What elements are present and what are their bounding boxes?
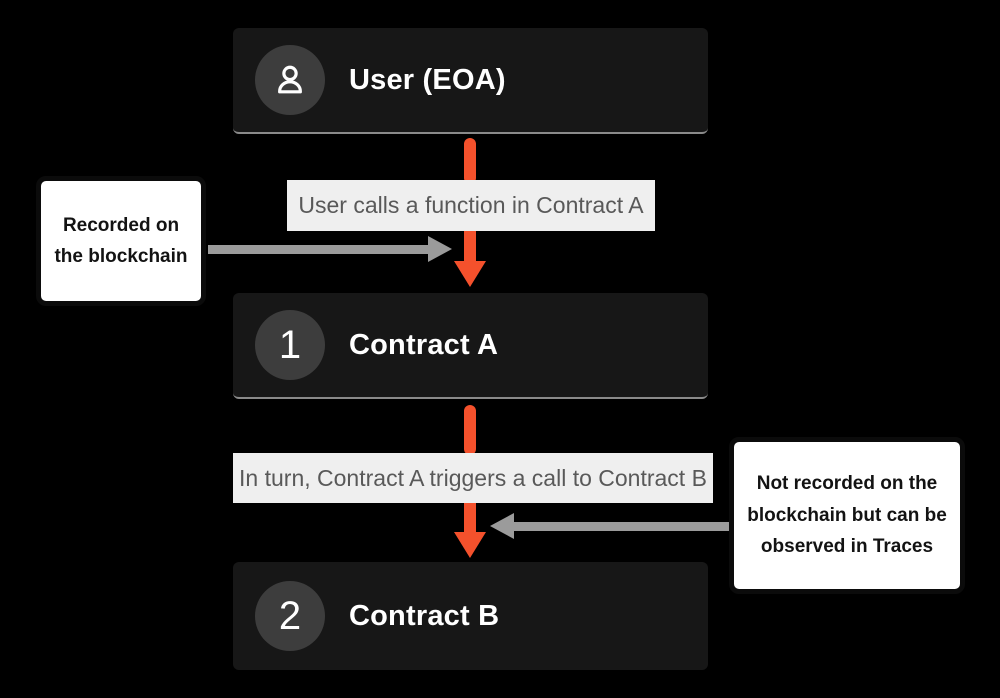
flow-arrow-2-arrowhead-down-icon <box>454 532 486 558</box>
edge-label-user-calls: User calls a function in Contract A <box>287 180 655 231</box>
flow-arrow-1-shaft-bottom <box>464 228 476 262</box>
step-1-badge: 1 <box>255 310 325 380</box>
flow-arrow-1-arrowhead-down-icon <box>454 261 486 287</box>
step-1-number: 1 <box>278 322 302 367</box>
annotation-text: Recorded on the blockchain <box>54 214 188 267</box>
flow-arrow-2-shaft-bottom <box>464 500 476 534</box>
node-user-eoa: User (EOA) <box>233 28 708 134</box>
annotation-recorded-on-chain: Recorded on the blockchain <box>36 176 206 306</box>
node-label-user: User (EOA) <box>349 63 506 96</box>
annotation-not-recorded-traces: Not recorded on the blockchain but can b… <box>729 437 965 594</box>
flow-arrow-1-shaft-top <box>464 138 476 184</box>
annotation-text: Not recorded on the blockchain but can b… <box>747 473 947 558</box>
flow-arrow-2-shaft-top <box>464 405 476 455</box>
node-contract-b: 2 Contract B <box>233 562 708 670</box>
annotation-arrow-left-shaft <box>208 245 432 254</box>
annotation-arrowhead-left-icon <box>490 513 514 539</box>
edge-label-text: User calls a function in Contract A <box>298 192 644 218</box>
annotation-arrow-right-shaft <box>512 522 730 531</box>
node-label-contract-a: Contract A <box>349 328 499 361</box>
user-icon <box>272 62 308 98</box>
user-avatar-circle <box>255 45 325 115</box>
step-2-badge: 2 <box>255 581 325 651</box>
node-label-contract-b: Contract B <box>349 599 500 632</box>
edge-label-contract-a-triggers: In turn, Contract A triggers a call to C… <box>233 453 713 503</box>
annotation-arrowhead-right-icon <box>428 236 452 262</box>
edge-label-text: In turn, Contract A triggers a call to C… <box>239 464 707 491</box>
node-contract-a: 1 Contract A <box>233 293 708 399</box>
step-2-number: 2 <box>278 593 302 638</box>
